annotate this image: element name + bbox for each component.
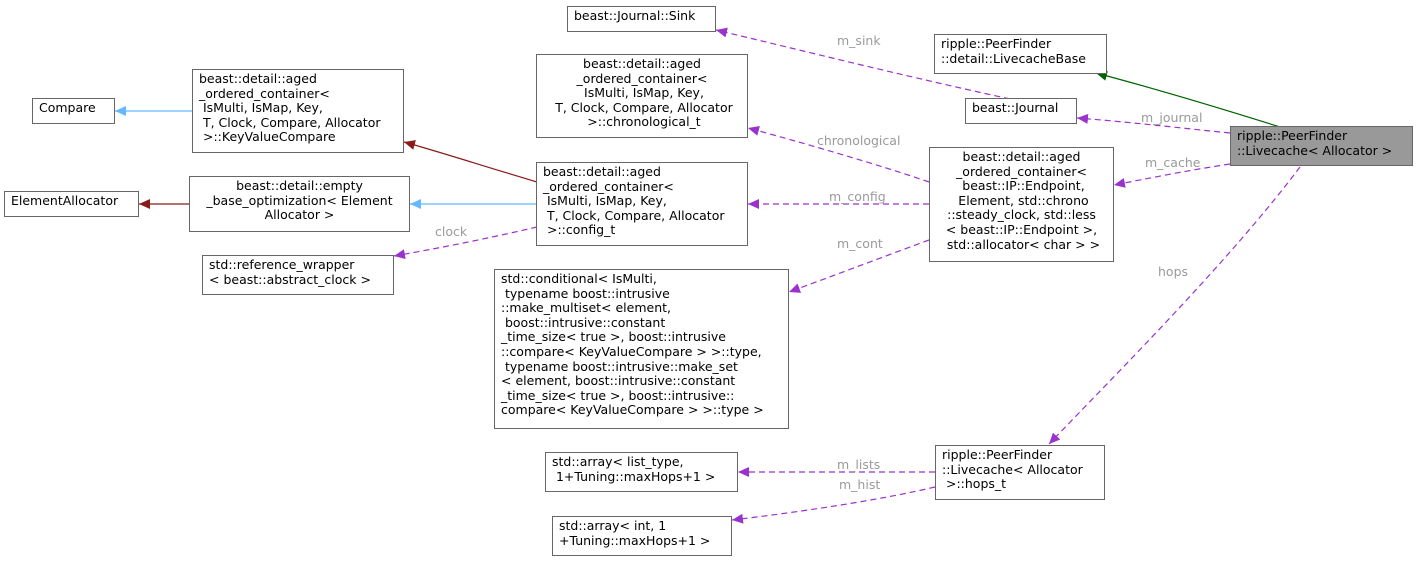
edge-label-m-cont: m_cont: [837, 236, 883, 251]
edge-livecache-to-aged-container: [1113, 163, 1231, 188]
edge-aged-container-to-chrono: [747, 126, 930, 183]
node-reference-wrapper[interactable]: std::reference_wrapper < beast::abstract…: [202, 255, 394, 295]
edge-label-m-journal: m_journal: [1141, 110, 1203, 125]
edge-label-m-lists: m_lists: [837, 457, 881, 472]
node-aged-container[interactable]: beast::detail::aged _ordered_container< …: [929, 147, 1114, 262]
edge-label-m-config: m_config: [829, 189, 886, 204]
node-compare[interactable]: Compare: [32, 98, 115, 124]
node-hops-t[interactable]: ripple::PeerFinder ::Livecache< Allocato…: [935, 445, 1105, 500]
node-array-hist[interactable]: std::array< int, 1 +Tuning::maxHops+1 >: [552, 516, 732, 556]
node-conditional[interactable]: std::conditional< IsMulti, typename boos…: [494, 269, 789, 429]
edge-label-m-cache: m_cache: [1145, 155, 1201, 170]
node-livecache-base[interactable]: ripple::PeerFinder ::detail::LivecacheBa…: [934, 34, 1107, 74]
edge-journal-to-sink: [715, 27, 1011, 100]
edge-livecache-to-hops: [1048, 166, 1301, 445]
node-key-value-compare[interactable]: beast::detail::aged _ordered_container< …: [192, 69, 404, 153]
node-livecache[interactable]: ripple::PeerFinder ::Livecache< Allocato…: [1230, 126, 1413, 166]
edge-config-to-reference-wrapper: [393, 226, 538, 260]
node-journal[interactable]: beast::Journal: [965, 98, 1077, 124]
edge-label-clock: clock: [435, 224, 468, 239]
edge-config-to-keyvaluecompare: [403, 140, 538, 183]
edge-livecache-to-livecache-base: [1095, 70, 1281, 128]
edge-label-hops: hops: [1158, 264, 1189, 279]
node-chronological-t[interactable]: beast::detail::aged _ordered_container< …: [536, 54, 748, 138]
node-config-t[interactable]: beast::detail::aged _ordered_container< …: [536, 162, 748, 246]
node-array-lists[interactable]: std::array< list_type, 1+Tuning::maxHops…: [545, 452, 738, 492]
node-empty-base[interactable]: beast::detail::empty _base_optimization<…: [189, 176, 410, 232]
node-journal-sink[interactable]: beast::Journal::Sink: [567, 6, 716, 32]
edge-hops-to-array-hist: [731, 486, 936, 524]
edge-label-chronological: chronological: [817, 133, 901, 148]
edge-livecache-to-journal: [1076, 113, 1231, 134]
edge-label-m-hist: m_hist: [839, 477, 881, 492]
edge-label-m-sink: m_sink: [837, 33, 881, 48]
node-element-allocator[interactable]: ElementAllocator: [4, 191, 139, 217]
edge-aged-container-to-conditional: [788, 239, 930, 293]
